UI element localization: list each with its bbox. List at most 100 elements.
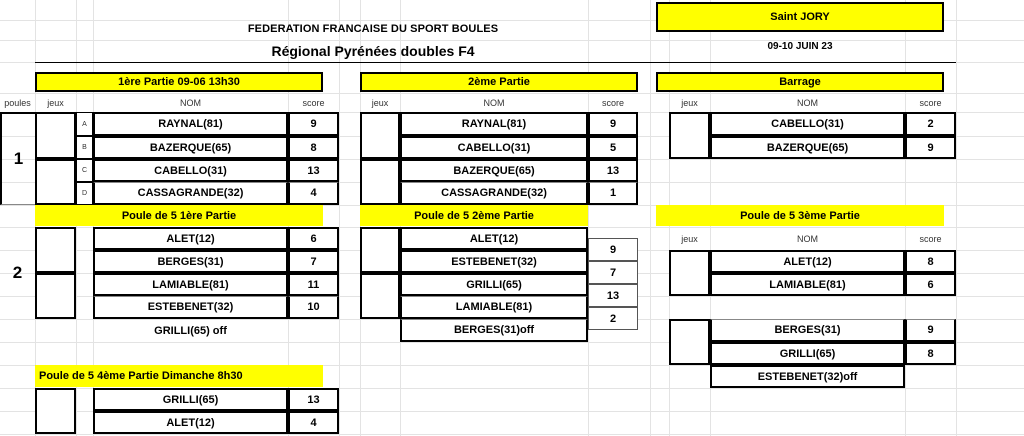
jeux-box-p5-3-a[interactable] [669,250,710,296]
jeux-box-p1-a[interactable] [35,112,76,159]
jeux-box-p5-3-b[interactable] [669,319,710,365]
match-score[interactable]: 6 [905,273,956,296]
match-name[interactable]: CASSAGRANDE(32) [93,182,288,205]
match-score[interactable]: 13 [588,284,638,307]
bye-label-partie3: ESTEBENET(32)off [710,365,905,388]
match-name[interactable]: CABELLO(31) [400,136,588,159]
gridline-h [0,411,1024,412]
jeux-box-p2-b[interactable] [360,159,400,205]
match-score[interactable]: 8 [288,136,339,159]
match-score[interactable]: 9 [905,136,956,159]
col-header-score-1: score [302,97,325,108]
match-score[interactable]: 13 [288,159,339,182]
banner-poule5-partie4: Poule de 5 4ème Partie Dimanche 8h30 [35,365,323,387]
match-name[interactable]: LAMIABLE(81) [400,296,588,319]
col-header-jeux-3: jeux [681,97,698,108]
banner-poule5-partie1: Poule de 5 1ère Partie [35,205,323,226]
letter-cell-c: C [76,159,93,182]
match-name[interactable]: BAZERQUE(65) [710,136,905,159]
banner-barrage: Barrage [656,72,944,92]
match-name[interactable]: RAYNAL(81) [93,112,288,136]
match-name[interactable]: CABELLO(31) [710,112,905,136]
jeux-box-p5-2-a[interactable] [360,227,400,273]
letter-cell-a: A [76,112,93,136]
match-name[interactable]: GRILLI(65) [710,342,905,365]
match-score[interactable]: 9 [288,112,339,136]
title-underline [35,62,655,63]
match-score[interactable]: 10 [288,296,339,319]
match-name[interactable]: ESTEBENET(32) [93,296,288,319]
match-score[interactable]: 5 [588,136,638,159]
poule-number-1: 1 [0,112,35,205]
match-score[interactable]: 7 [288,250,339,273]
jeux-box-p5-1-a[interactable] [35,227,76,273]
banner-poule5-partie3: Poule de 5 3ème Partie [656,205,944,226]
match-score[interactable]: 9 [588,238,638,261]
match-name[interactable]: BERGES(31) [93,250,288,273]
banner-partie2: 2ème Partie [360,72,638,92]
match-name[interactable]: RAYNAL(81) [400,112,588,136]
match-score[interactable]: 2 [588,307,638,330]
jeux-box-p5-2-b[interactable] [360,273,400,319]
match-name[interactable]: ALET(12) [93,227,288,250]
match-score[interactable]: 8 [905,250,956,273]
letter-cell-b: B [76,136,93,159]
match-name[interactable]: CABELLO(31) [93,159,288,182]
jeux-box-barrage[interactable] [669,112,710,159]
col-header-jeux-1: jeux [47,97,64,108]
gridline-h [0,20,1024,21]
federation-title: FEDERATION FRANCAISE DU SPORT BOULES [247,23,499,35]
match-name[interactable]: BAZERQUE(65) [400,159,588,182]
match-score[interactable]: 13 [588,159,638,182]
gridline-h [0,40,1024,41]
match-score[interactable]: 13 [288,388,339,411]
match-score[interactable]: 9 [905,319,956,342]
col-header-nom-4: NOM [797,233,818,244]
match-name[interactable]: LAMIABLE(81) [710,273,905,296]
jeux-box-p2-a[interactable] [360,112,400,159]
match-score[interactable]: 2 [905,112,956,136]
jeux-box-p5-1-b[interactable] [35,273,76,319]
gridline-h [0,388,1024,389]
match-name[interactable]: CASSAGRANDE(32) [400,182,588,205]
letter-cell-d: D [76,182,93,205]
jeux-box-p5-4[interactable] [35,388,76,434]
match-score[interactable]: 4 [288,411,339,434]
location-banner: Saint JORY [656,2,944,32]
title-underline-right [650,62,956,63]
gridline-v [339,0,340,436]
col-header-score-2: score [601,97,624,108]
match-name[interactable]: BAZERQUE(65) [93,136,288,159]
poule-number-2: 2 [12,263,23,282]
match-score[interactable]: 8 [905,342,956,365]
match-name[interactable]: ESTEBENET(32) [400,250,588,273]
match-name[interactable]: BERGES(31) [710,319,905,342]
match-name[interactable]: GRILLI(65) [93,388,288,411]
match-score[interactable]: 7 [588,261,638,284]
gridline-v [956,0,957,436]
gridline-v [588,0,589,436]
match-name[interactable]: ALET(12) [400,227,588,250]
match-name[interactable]: LAMIABLE(81) [93,273,288,296]
match-score[interactable]: 6 [288,227,339,250]
gridline-h [0,365,1024,366]
match-name[interactable]: GRILLI(65) [400,273,588,296]
dates-label: 09-10 JUIN 23 [767,40,833,52]
bye-label-partie2: BERGES(31)off [400,319,588,342]
col-header-jeux-4: jeux [681,233,698,244]
jeux-box-p1-b[interactable] [35,159,76,205]
col-header-nom-1: NOM [180,97,201,108]
match-score[interactable]: 4 [288,182,339,205]
col-header-nom-3: NOM [797,97,818,108]
match-score[interactable]: 11 [288,273,339,296]
match-score[interactable]: 1 [588,182,638,205]
banner-poule5-partie2: Poule de 5 2ème Partie [360,205,588,226]
bye-label-partie1: GRILLI(65) off [154,324,227,337]
match-score[interactable]: 9 [588,112,638,136]
gridline-h [0,93,1024,94]
match-name[interactable]: ALET(12) [710,250,905,273]
match-name[interactable]: ALET(12) [93,411,288,434]
col-header-score-3: score [919,97,942,108]
gridline-v [650,0,651,436]
